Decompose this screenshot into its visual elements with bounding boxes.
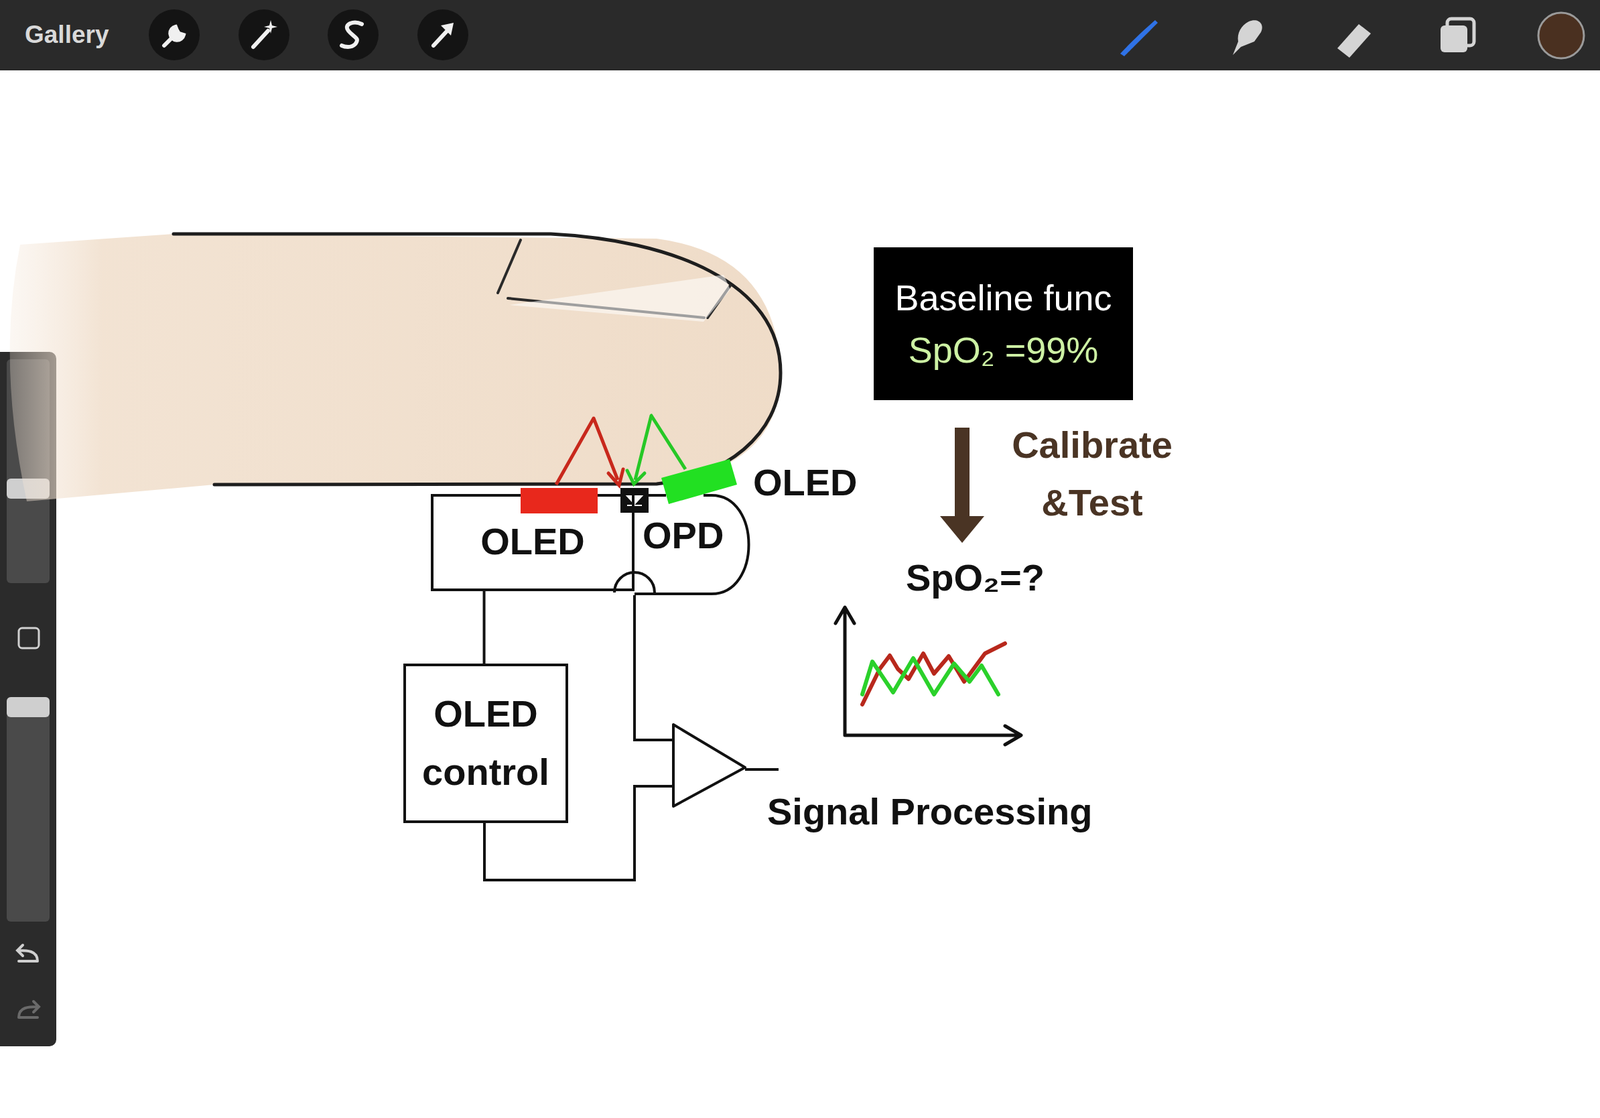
opacity-slider (6, 696, 50, 922)
chart-axes (835, 607, 1022, 745)
amplifier-output (745, 767, 779, 771)
oled-box: OLED (430, 493, 635, 591)
layers-icon (1447, 18, 1475, 46)
modify-button (18, 627, 39, 648)
tool-button (327, 9, 379, 61)
selection-icon (341, 22, 362, 47)
calibrate-arrowhead (940, 515, 985, 543)
node-title: OPD (642, 512, 724, 558)
control-wire (483, 589, 486, 665)
undo-icon (17, 944, 38, 961)
app-menu-label: Gallery (24, 20, 109, 50)
red-ppg-trace (862, 643, 1006, 705)
nail-highlight (509, 274, 731, 322)
toolbar-background (0, 0, 1600, 71)
photodiode-symbol (627, 495, 642, 506)
result-label: SpO₂=? (905, 554, 1045, 600)
node-value: SpO₂ =99% (908, 323, 1099, 376)
amplifier-symbol (673, 724, 746, 807)
transform-arrowhead (440, 22, 454, 36)
photodiode-detector (620, 487, 649, 513)
oled-control-box: OLED control (403, 663, 569, 823)
tool-button (417, 9, 469, 61)
color-swatch (1538, 12, 1584, 59)
slider-thumb (6, 696, 50, 717)
green-ppg-trace (862, 657, 999, 695)
redo-icon (18, 1001, 39, 1018)
layers-icon (1440, 25, 1468, 53)
brush-icon (1120, 20, 1158, 57)
tool-button (238, 9, 290, 61)
node-title: OLED control (415, 684, 557, 802)
tool-button (148, 9, 200, 61)
baseline-box: Baseline funcSpO₂ =99% (873, 247, 1133, 400)
part-name: OLED (753, 459, 858, 505)
sparkle-icon (263, 20, 278, 34)
step-note: Calibrate &Test (981, 416, 1203, 531)
node-title: Baseline func (894, 271, 1112, 324)
opd-signal-wire (634, 594, 674, 740)
smudge-icon (1232, 20, 1263, 55)
red-oled-emitter (520, 487, 598, 514)
wrench-icon (164, 26, 184, 46)
node-title: OLED (480, 518, 585, 564)
wand-icon (253, 30, 269, 47)
block-name: Signal Processing (767, 788, 1093, 834)
eraser-icon (1337, 24, 1371, 58)
opd-outline-path (634, 495, 750, 594)
green-light-path (635, 415, 686, 480)
red-arrowhead (608, 469, 624, 486)
finger-outline (173, 233, 781, 485)
calibrate-arrow-shaft (954, 427, 970, 518)
green-arrowhead (627, 470, 645, 484)
opd-shape: OPD (634, 493, 759, 595)
finger-skin (10, 233, 781, 502)
